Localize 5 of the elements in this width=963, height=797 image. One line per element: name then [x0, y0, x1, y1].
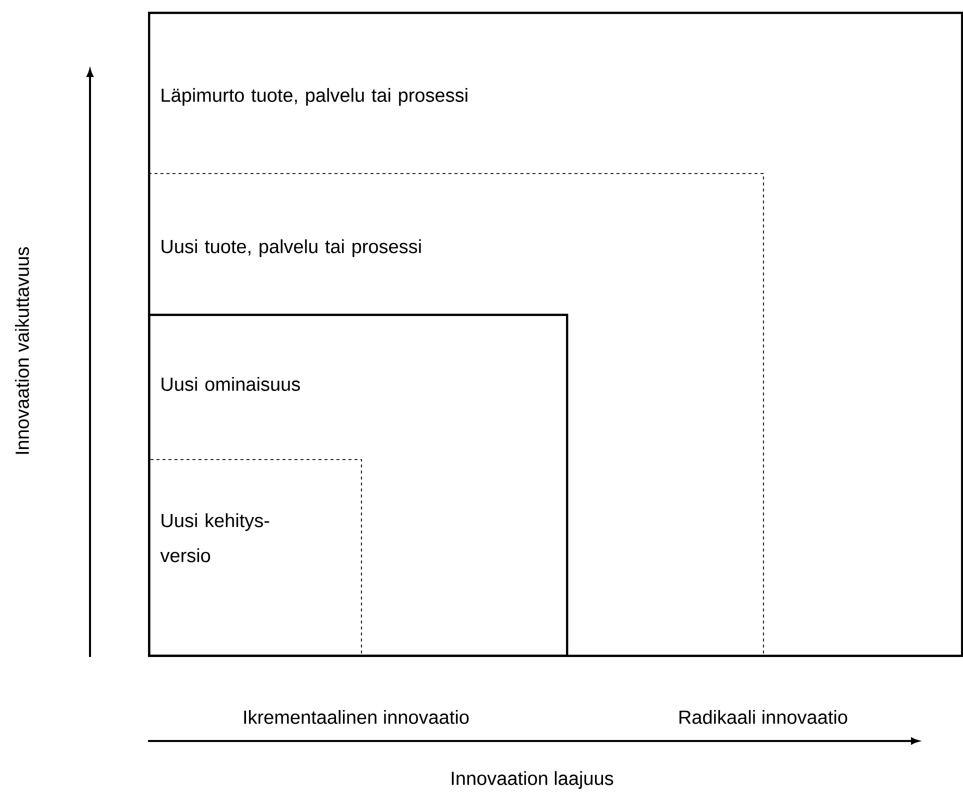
axis-label: Innovaation vaikuttavuus: [15, 247, 29, 454]
region-box: Uusi kehitys-versio: [148, 459, 362, 657]
axis-label: Radikaali innovaatio: [680, 710, 848, 724]
axis-label: Ikrementaalinen innovaatio: [244, 710, 469, 724]
axis-label: Innovaation laajuus: [452, 771, 614, 789]
